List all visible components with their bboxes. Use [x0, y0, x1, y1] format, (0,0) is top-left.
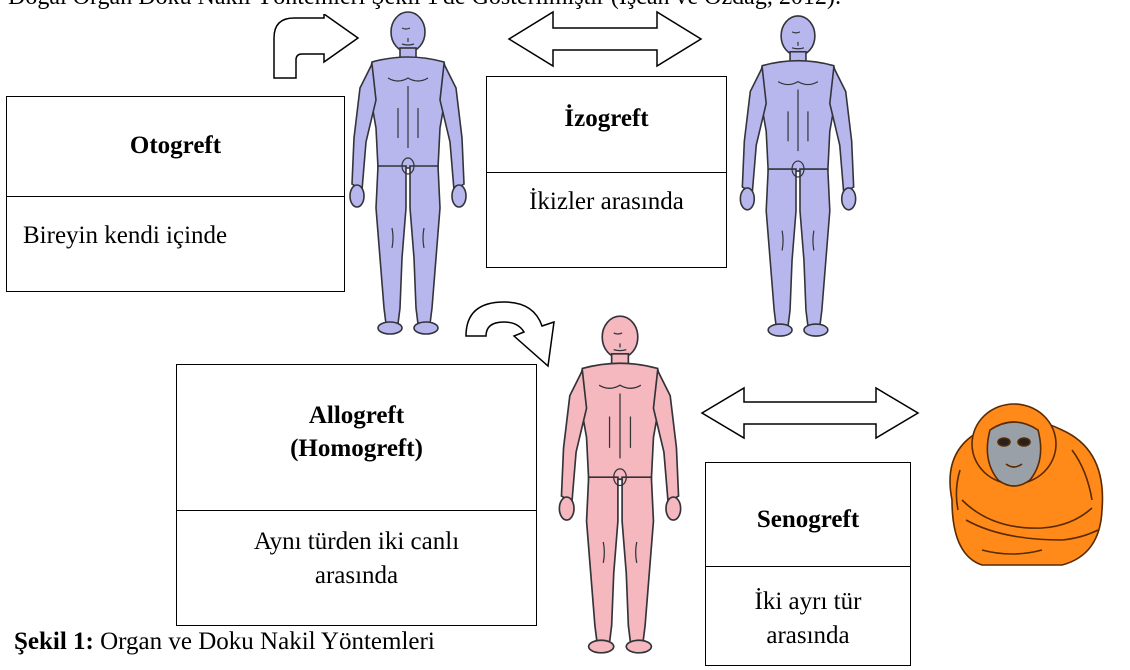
- izogreft-desc: İkizler arasında: [487, 173, 726, 219]
- otogreft-desc: Bireyin kendi içinde: [7, 197, 344, 253]
- allogreft-desc: Aynı türden iki canlı arasında: [177, 511, 536, 593]
- human-figure-right: [728, 12, 868, 340]
- allogreft-box: Allogreft (Homogreft) Aynı türden iki ca…: [176, 364, 537, 626]
- double-arrow-izogreft: [505, 8, 705, 70]
- allogreft-title-line2: (Homogreft): [290, 433, 423, 466]
- human-figure-left: [338, 8, 478, 338]
- allogreft-desc-line1: Aynı türden iki canlı: [254, 525, 459, 559]
- human-figure-pink: [550, 312, 690, 657]
- izogreft-box: İzogreft İkizler arasında: [486, 76, 727, 268]
- otogreft-title: Otogreft: [7, 97, 344, 197]
- double-arrow-senogreft: [698, 384, 922, 442]
- allogreft-title: Allogreft (Homogreft): [177, 365, 536, 511]
- senogreft-desc: İki ayrı tür arasında: [706, 567, 910, 653]
- izogreft-title: İzogreft: [487, 77, 726, 173]
- caption-text: Organ ve Doku Nakil Yöntemleri: [94, 628, 435, 655]
- senogreft-desc-line2: arasında: [766, 619, 849, 653]
- allogreft-title-line1: Allogreft: [309, 400, 404, 433]
- otogreft-box: Otogreft Bireyin kendi içinde: [6, 96, 345, 292]
- allogreft-desc-line2: arasında: [315, 559, 398, 593]
- caption-label: Şekil 1:: [14, 628, 94, 655]
- primate-figure: [922, 390, 1128, 570]
- senogreft-box: Senogreft İki ayrı tür arasında: [705, 462, 911, 666]
- senogreft-desc-line1: İki ayrı tür: [755, 585, 862, 619]
- figure-caption: Şekil 1: Organ ve Doku Nakil Yöntemleri: [14, 628, 435, 656]
- senogreft-title: Senogreft: [706, 463, 910, 567]
